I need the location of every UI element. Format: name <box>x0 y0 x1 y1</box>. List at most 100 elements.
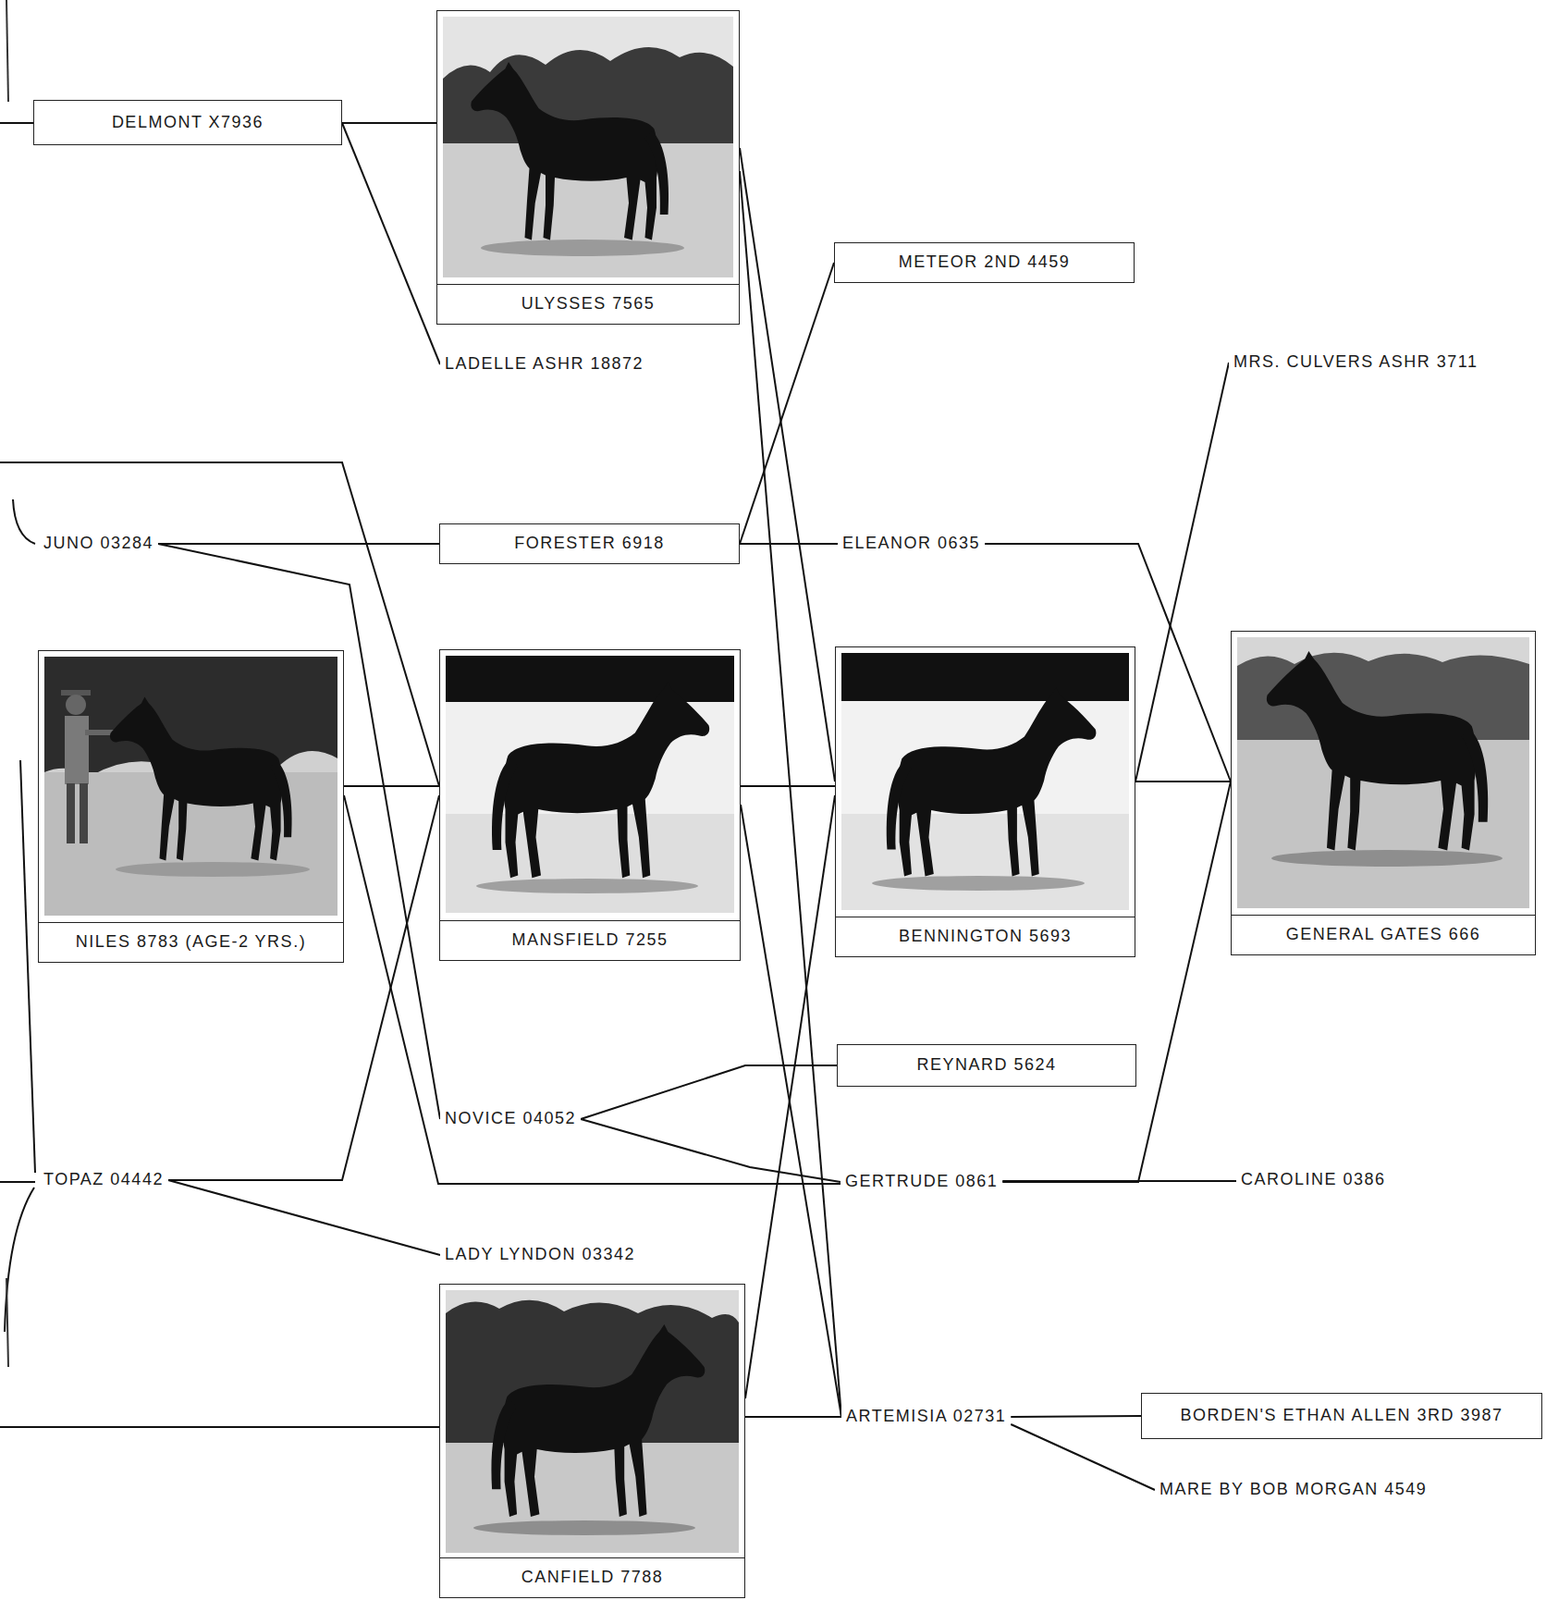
pedigree-line <box>1010 1423 1155 1490</box>
pedigree-line <box>1135 362 1229 782</box>
offpage-line <box>4 1187 35 1332</box>
handler-leg <box>66 783 75 844</box>
photo-grass <box>841 813 1129 910</box>
photo-shadow <box>480 239 685 257</box>
photo-shadow <box>115 861 310 877</box>
handler-head <box>65 694 86 715</box>
pedigree-line <box>580 1118 841 1182</box>
pedigree-line <box>1135 780 1231 783</box>
offpage-line <box>20 760 36 1173</box>
horse-name: BENNINGTON 5693 <box>835 916 1135 957</box>
pedigree-line <box>739 171 842 1417</box>
name-box: BORDEN'S ETHAN ALLEN 3RD 3987 <box>1141 1392 1543 1439</box>
horse-photo <box>841 652 1129 910</box>
pedigree-line <box>984 543 1231 782</box>
photo-card: ULYSSES 7565 <box>436 10 740 325</box>
name-box: METEOR 2ND 4459 <box>834 242 1135 283</box>
photo-card: GENERAL GATES 666 <box>1230 630 1536 956</box>
horse-name: NOVICE 04052 <box>444 1108 577 1129</box>
horse-photo <box>445 655 735 913</box>
pedigree-line <box>168 1179 441 1255</box>
horse-name: MARE BY BOB MORGAN 4549 <box>1159 1479 1427 1500</box>
horse-photo <box>442 16 734 278</box>
name-box: REYNARD 5624 <box>836 1043 1137 1087</box>
photo-card: MANSFIELD 7255 <box>439 649 741 961</box>
name-label: LADY LYNDON 03342 <box>440 1242 640 1267</box>
photo-card: NILES 8783 (AGE-2 YRS.) <box>37 650 344 963</box>
photo-sky <box>445 1289 739 1553</box>
photo-dark-band <box>841 652 1129 701</box>
pedigree-line <box>158 542 440 545</box>
photo-card: BENNINGTON 5693 <box>834 646 1136 958</box>
photo-sky <box>44 656 338 916</box>
pedigree-line <box>168 795 440 1180</box>
scan-mark <box>6 1277 9 1367</box>
offpage-line <box>0 462 440 786</box>
photo-ground <box>445 1442 739 1553</box>
horse-silhouette <box>110 697 293 861</box>
scan-mark <box>6 0 9 102</box>
pedigree-line <box>1002 781 1231 1182</box>
horse-name: TOPAZ 04442 <box>43 1169 164 1191</box>
pedigree-line <box>343 795 841 1184</box>
horse-name: GENERAL GATES 666 <box>1231 914 1535 955</box>
horse-name: LADY LYNDON 03342 <box>444 1244 636 1265</box>
name-box: DELMONT X7936 <box>33 99 343 146</box>
pedigree-line <box>343 785 440 787</box>
photo-shadow <box>473 1520 696 1535</box>
offpage-line <box>0 1180 36 1183</box>
horse-silhouette <box>490 1324 705 1517</box>
horse-name: CANFIELD 7788 <box>440 1557 745 1597</box>
pedigree-line <box>580 1065 837 1119</box>
pedigree-line <box>1002 1179 1237 1182</box>
photo-sky <box>1237 637 1530 908</box>
pedigree-line <box>1010 1415 1142 1417</box>
name-label: JUNO 03284 <box>38 531 159 556</box>
horse-silhouette <box>1266 650 1488 851</box>
name-label: NOVICE 04052 <box>440 1106 581 1131</box>
name-box: FORESTER 6918 <box>439 523 740 565</box>
horse-name: NILES 8783 (AGE-2 YRS.) <box>38 921 344 962</box>
horse-name: JUNO 03284 <box>43 533 154 554</box>
horse-silhouette <box>886 687 1097 877</box>
photo-ground <box>841 652 1129 910</box>
photo-dark-band <box>445 655 735 702</box>
horse-silhouette <box>491 682 710 879</box>
horse-name: MRS. CULVERS ASHR 3711 <box>1233 352 1478 373</box>
horse-name: CAROLINE 0386 <box>1240 1169 1387 1191</box>
horse-figure <box>1266 650 1488 851</box>
horse-name: REYNARD 5624 <box>916 1055 1056 1076</box>
pedigree-line <box>158 543 441 1119</box>
horse-name: LADELLE ASHR 18872 <box>444 354 644 375</box>
pedigree-line <box>342 122 437 124</box>
handler-leg <box>79 783 88 844</box>
offpage-line <box>12 499 36 544</box>
name-label: CAROLINE 0386 <box>1236 1167 1391 1192</box>
photo-shadow <box>871 875 1085 891</box>
horse-name: ULYSSES 7565 <box>437 283 739 324</box>
horse-photo <box>44 656 338 916</box>
name-label: ARTEMISIA 02731 <box>841 1404 1011 1429</box>
offpage-line <box>0 1425 440 1428</box>
horse-name: METEOR 2ND 4459 <box>898 252 1071 273</box>
horse-figure <box>110 697 293 861</box>
name-label: ELEANOR 0635 <box>837 531 985 556</box>
horse-name: FORESTER 6918 <box>514 533 665 554</box>
photo-shadow <box>1271 849 1503 867</box>
name-label: MRS. CULVERS ASHR 3711 <box>1228 350 1483 375</box>
name-label: MARE BY BOB MORGAN 4549 <box>1154 1477 1432 1502</box>
horse-photo <box>445 1289 739 1553</box>
horse-figure <box>470 61 669 241</box>
pedigree-line <box>739 542 838 545</box>
name-label: TOPAZ 04442 <box>38 1167 169 1192</box>
horse-silhouette <box>470 61 669 241</box>
pedigree-line <box>740 785 835 787</box>
pedigree-line <box>342 122 441 365</box>
photo-sky <box>442 16 734 278</box>
horse-photo <box>1237 637 1530 908</box>
handler-body <box>64 715 89 785</box>
photo-grass <box>445 813 735 913</box>
